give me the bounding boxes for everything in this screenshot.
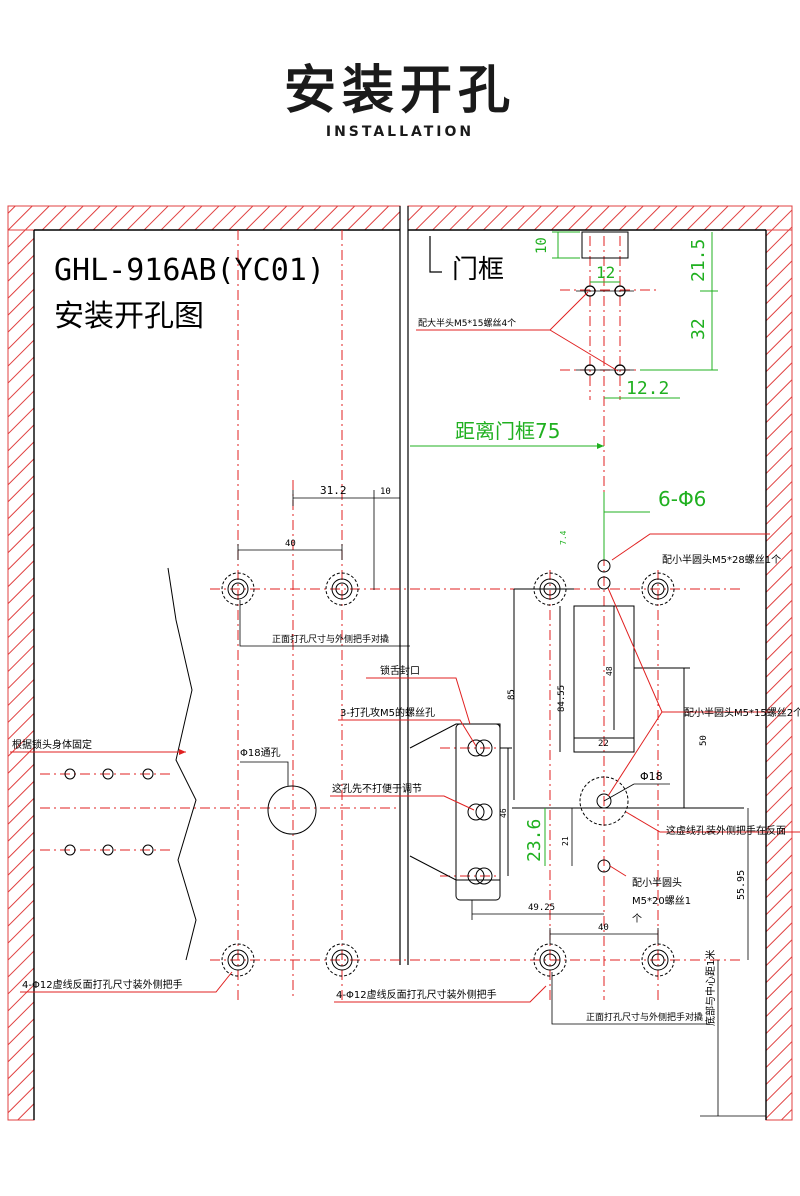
screw-28-label: 配小半圆头M5*28螺丝1个	[662, 553, 781, 566]
dim-21-5: 21.5	[688, 239, 709, 282]
upper-left-holes	[221, 572, 359, 606]
page-subtitle: INSTALLATION	[325, 124, 475, 140]
dim-23-6: 23.6	[524, 819, 545, 862]
fix-by-body-label: 根据锁头身体固定	[12, 738, 92, 751]
ground-height-label: 底部与中心距1米	[704, 950, 717, 1026]
latch-seal-label: 锁舌封口	[380, 664, 420, 677]
dim-12-2: 12.2	[626, 378, 669, 399]
tap-holes-label: 3-打孔攻M5的螺丝孔	[340, 706, 435, 719]
dim-21: 21	[561, 836, 570, 846]
door-frame-label: 门框	[452, 255, 504, 285]
six-holes-label: 6-Φ6	[658, 487, 706, 511]
large-screws-label: 配大半头M5*15螺丝4个	[418, 317, 516, 329]
dim-84-55: 84.55	[557, 685, 567, 712]
front-size-label: 正面打孔尺寸与外侧把手对撬	[272, 633, 389, 645]
dim-55-95: 55.95	[736, 870, 747, 900]
screw-15-label: 配小半圆头M5*15螺丝2个	[684, 706, 800, 719]
dim-49-25: 49.25	[528, 903, 555, 913]
screw-20-line1: 配小半圆头	[632, 876, 682, 889]
dims-upper-left	[237, 490, 401, 590]
body-fixing-holes	[64, 768, 154, 856]
dim-40-top: 40	[285, 539, 296, 549]
dim-10-top: 10	[534, 237, 550, 254]
dim-22: 22	[598, 739, 609, 749]
dashed-outside-label: 这虚线孔装外侧把手在反面	[666, 824, 786, 837]
latch-body	[409, 723, 512, 901]
mid-4-12-label: 4-Φ12虚线反面打孔尺寸装外侧把手	[336, 988, 497, 1001]
dim-40-bottom: 40	[598, 923, 609, 933]
phi18-label: Φ18	[640, 770, 663, 783]
dim-48: 48	[605, 666, 614, 676]
dims-bottom	[471, 900, 659, 944]
dim-50: 50	[699, 735, 709, 746]
bottom-holes	[221, 943, 675, 977]
model-number: GHL-916AB(YC01)	[54, 253, 325, 288]
center-lines	[40, 230, 740, 1000]
screw-20-line2: M5*20螺丝1	[632, 895, 691, 907]
drawing-subtitle: 安装开孔图	[54, 299, 204, 334]
dim-31-2: 31.2	[320, 484, 347, 497]
dim-32: 32	[688, 318, 709, 340]
dim-46: 46	[499, 808, 508, 818]
front-size-2-label: 正面打孔尺寸与外侧把手对撬	[586, 1011, 703, 1023]
strike-plate	[513, 588, 690, 809]
left-4-12-label: 4-Φ12虚线反面打孔尺寸装外侧把手	[22, 978, 183, 991]
dim-85: 85	[507, 689, 517, 700]
hatched-frame	[7, 205, 793, 1121]
through-18-label: Φ18通孔	[240, 747, 281, 759]
top-bracket	[576, 231, 634, 376]
dim-7-4: 7.4	[559, 530, 568, 545]
page-title: 安装开孔	[283, 61, 516, 121]
no-hole-label: 这孔先不打便于调节	[332, 782, 422, 795]
dim-10-mid: 10	[380, 487, 391, 497]
green-dims-top	[410, 231, 718, 560]
dim-12-top: 12	[596, 263, 615, 282]
distance-to-frame: 距离门框75	[455, 419, 560, 443]
screw-20-line3: 个	[632, 913, 642, 925]
